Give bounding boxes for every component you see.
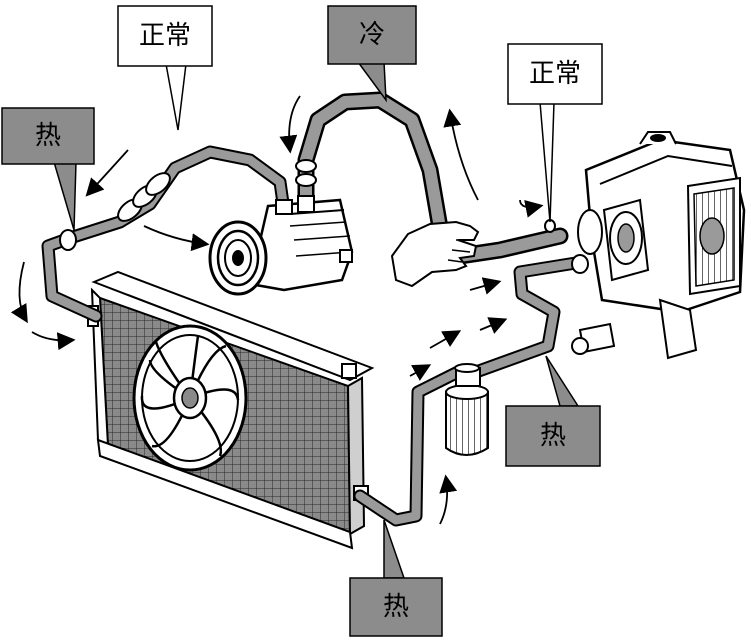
hand-icon xyxy=(390,220,480,288)
label-normal-top: 正常 xyxy=(117,5,213,131)
label-normal-top-text: 正常 xyxy=(139,21,191,51)
label-hot-bottom-text: 热 xyxy=(383,592,409,622)
label-hot-left-text: 热 xyxy=(35,121,61,151)
label-cold-top-text: 冷 xyxy=(359,20,385,50)
label-hot-right: 热 xyxy=(505,355,601,467)
label-hot-right-text: 热 xyxy=(540,421,566,451)
receiver-drier-icon xyxy=(445,363,489,456)
evaporator-unit-icon xyxy=(571,131,746,360)
condenser-fan-icon xyxy=(132,324,248,472)
label-hot-bottom: 热 xyxy=(349,519,443,637)
label-normal-right-text: 正常 xyxy=(529,59,581,89)
label-hot-left: 热 xyxy=(1,107,95,231)
label-cold-top: 冷 xyxy=(327,5,417,103)
label-normal-right: 正常 xyxy=(507,43,603,223)
flow-arrow-icon xyxy=(10,95,544,525)
compressor-icon xyxy=(208,195,354,296)
